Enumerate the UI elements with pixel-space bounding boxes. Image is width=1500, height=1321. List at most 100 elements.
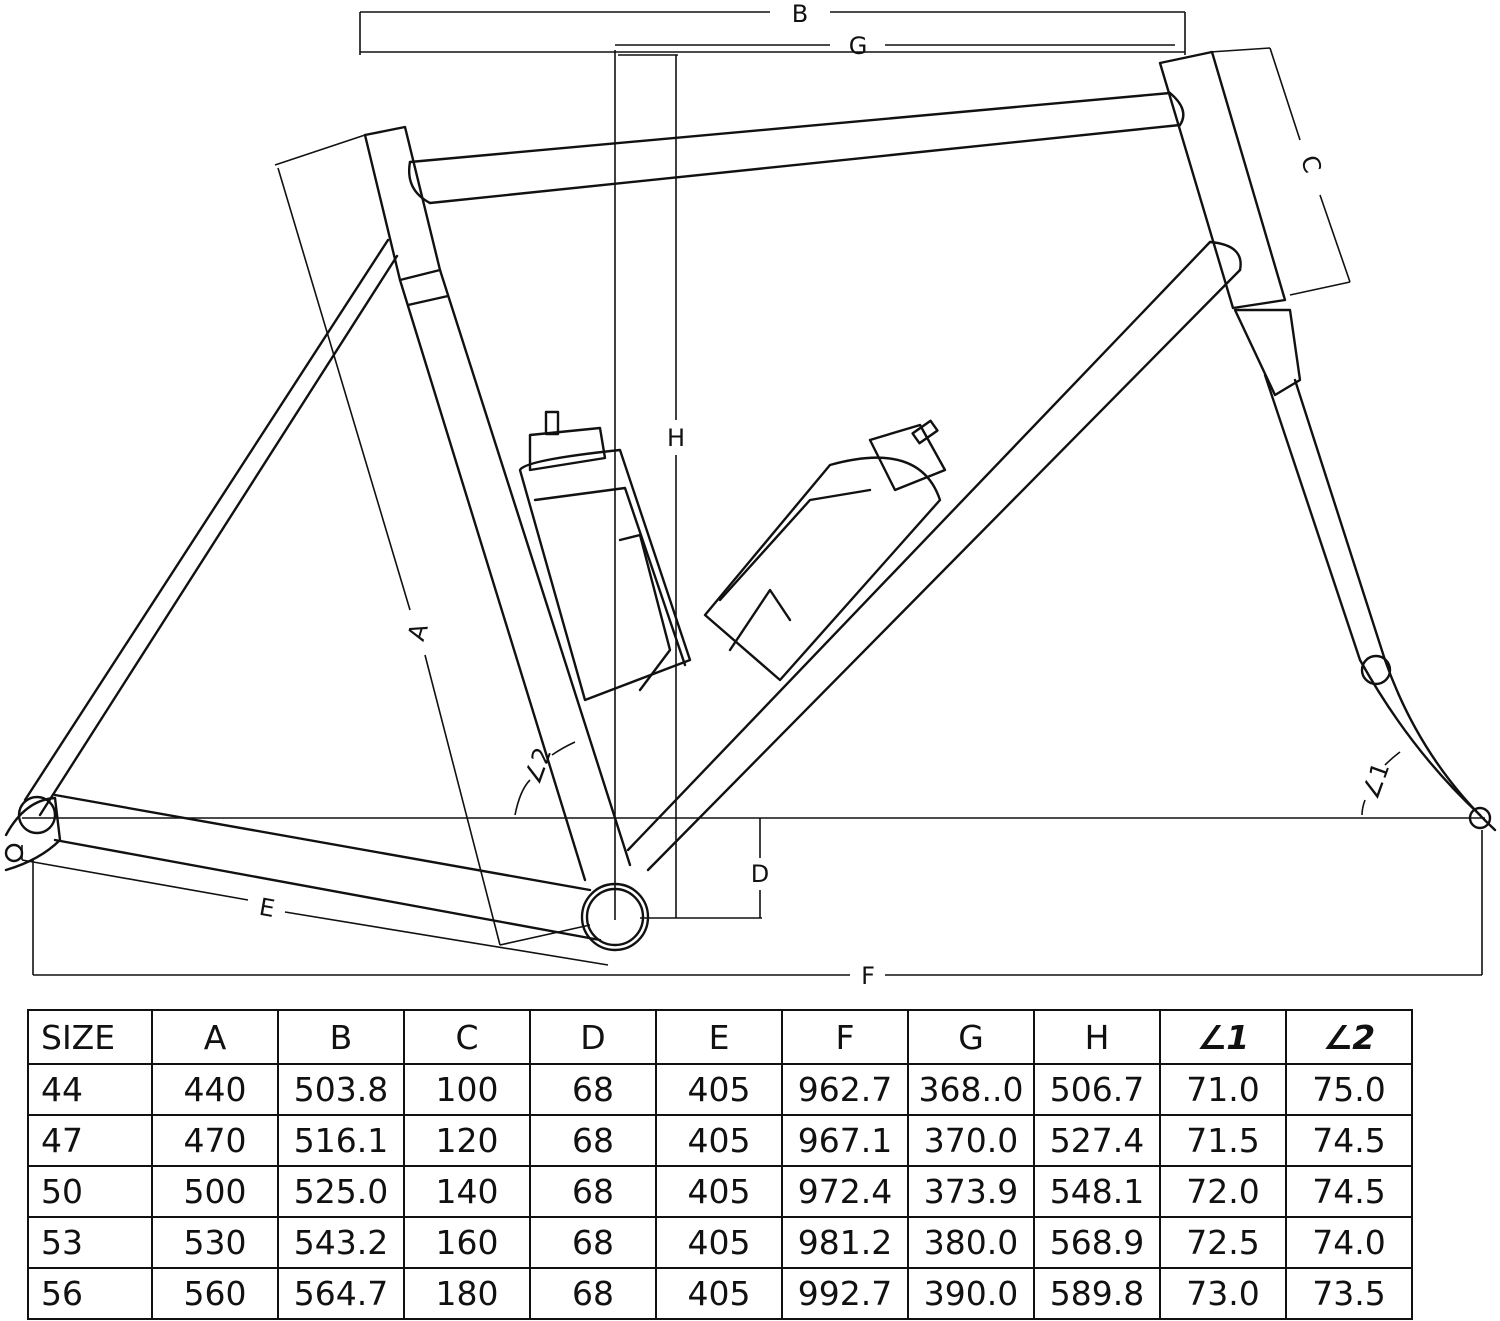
- table-row: 47 470 516.1 120 68 405 967.1 370.0 527.…: [27, 1114, 1413, 1167]
- dimension-label-e: E: [257, 893, 277, 923]
- table-cell: 503.8: [277, 1063, 405, 1116]
- table-cell: 44: [27, 1063, 153, 1116]
- dimension-label-b: B: [792, 0, 808, 28]
- top-tube: [408, 91, 1185, 205]
- dimension-c: C: [1209, 47, 1351, 296]
- table-cell: 71.5: [1159, 1114, 1287, 1167]
- table-cell: 370.0: [907, 1114, 1035, 1167]
- bottle-cage-seat-tube: [518, 410, 692, 702]
- table-cell: 50: [27, 1165, 153, 1218]
- table-cell: 74.5: [1285, 1114, 1413, 1167]
- table-cell: 68: [529, 1114, 657, 1167]
- table-cell: 180: [403, 1267, 531, 1320]
- table-cell: 548.1: [1033, 1165, 1161, 1218]
- table-cell: 368..0: [907, 1063, 1035, 1116]
- table-cell: 440: [151, 1063, 279, 1116]
- table-cell: 373.9: [907, 1165, 1035, 1218]
- table-cell: 530: [151, 1216, 279, 1269]
- table-cell: 73.5: [1285, 1267, 1413, 1320]
- table-cell: 972.4: [781, 1165, 909, 1218]
- table-cell: 527.4: [1033, 1114, 1161, 1167]
- header-cell: SIZE: [27, 1009, 153, 1065]
- table-cell: 967.1: [781, 1114, 909, 1167]
- table-cell: 68: [529, 1165, 657, 1218]
- table-cell: 405: [655, 1216, 783, 1269]
- table-cell: 564.7: [277, 1267, 405, 1320]
- dimension-label-a: A: [402, 620, 434, 644]
- dimension-d: D: [751, 818, 769, 918]
- table-cell: 47: [27, 1114, 153, 1167]
- table-cell: 68: [529, 1267, 657, 1320]
- table-cell: 74.0: [1285, 1216, 1413, 1269]
- table-cell: 75.0: [1285, 1063, 1413, 1116]
- table-cell: 470: [151, 1114, 279, 1167]
- table-cell: 120: [403, 1114, 531, 1167]
- header-cell: A: [151, 1009, 279, 1065]
- seat-stay: [23, 238, 399, 817]
- table-cell: 72.5: [1159, 1216, 1287, 1269]
- table-cell: 405: [655, 1267, 783, 1320]
- angle-label-2: ∠2: [518, 744, 557, 788]
- table-cell: 962.7: [781, 1063, 909, 1116]
- table-row: 50 500 525.0 140 68 405 972.4 373.9 548.…: [27, 1165, 1413, 1218]
- header-cell: B: [277, 1009, 405, 1065]
- header-cell: C: [403, 1009, 531, 1065]
- table-cell: 72.0: [1159, 1165, 1287, 1218]
- table-cell: 560: [151, 1267, 279, 1320]
- geometry-table: SIZE A B C D E F G H ∠1 ∠2 44 440 503.8 …: [27, 1009, 1413, 1320]
- rear-dropout: [4, 795, 62, 872]
- down-tube: [626, 240, 1242, 872]
- dimension-f: F: [32, 830, 1483, 990]
- table-cell: 506.7: [1033, 1063, 1161, 1116]
- bike-frame-geometry-diagram: B G H C A D E: [4, 0, 1497, 990]
- header-cell: ∠1: [1159, 1009, 1287, 1065]
- table-cell: 405: [655, 1114, 783, 1167]
- table-cell: 74.5: [1285, 1165, 1413, 1218]
- header-cell: ∠2: [1285, 1009, 1413, 1065]
- table-cell: 405: [655, 1063, 783, 1116]
- table-row: 53 530 543.2 160 68 405 981.2 380.0 568.…: [27, 1216, 1413, 1269]
- table-cell: 405: [655, 1165, 783, 1218]
- bottle-cage-down-tube: [703, 419, 947, 682]
- header-cell: E: [655, 1009, 783, 1065]
- table-cell: 100: [403, 1063, 531, 1116]
- dimension-h: H: [614, 50, 762, 920]
- table-cell: 71.0: [1159, 1063, 1287, 1116]
- table-cell: 589.8: [1033, 1267, 1161, 1320]
- table-cell: 992.7: [781, 1267, 909, 1320]
- dimension-a: A: [274, 134, 591, 946]
- table-cell: 140: [403, 1165, 531, 1218]
- table-cell: 516.1: [277, 1114, 405, 1167]
- angle-head-tube: ∠1: [1356, 751, 1401, 816]
- table-row: 56 560 564.7 180 68 405 992.7 390.0 589.…: [27, 1267, 1413, 1320]
- table-row: 44 440 503.8 100 68 405 962.7 368..0 506…: [27, 1063, 1413, 1116]
- dimension-label-f: F: [861, 962, 875, 990]
- header-cell: H: [1033, 1009, 1161, 1065]
- head-tube: [1158, 50, 1287, 310]
- table-cell: 73.0: [1159, 1267, 1287, 1320]
- chain-stay: [53, 793, 602, 942]
- dimension-label-g: G: [849, 32, 868, 60]
- table-cell: 380.0: [907, 1216, 1035, 1269]
- dimension-g: G: [615, 32, 1175, 60]
- dimension-label-c: C: [1295, 152, 1327, 176]
- table-cell: 390.0: [907, 1267, 1035, 1320]
- seat-tube: [363, 125, 632, 882]
- table-cell: 568.9: [1033, 1216, 1161, 1269]
- table-header-row: SIZE A B C D E F G H ∠1 ∠2: [27, 1009, 1413, 1065]
- dimension-label-h: H: [667, 424, 685, 452]
- dimension-b: B: [359, 0, 1186, 55]
- fork: [1233, 308, 1497, 832]
- header-cell: G: [907, 1009, 1035, 1065]
- header-cell: D: [529, 1009, 657, 1065]
- header-cell: F: [781, 1009, 909, 1065]
- dimension-e: E: [21, 845, 609, 966]
- table-cell: 981.2: [781, 1216, 909, 1269]
- table-cell: 500: [151, 1165, 279, 1218]
- table-cell: 68: [529, 1216, 657, 1269]
- angle-seat-tube: ∠2: [514, 741, 576, 816]
- table-cell: 160: [403, 1216, 531, 1269]
- angle-label-1: ∠1: [1356, 759, 1395, 803]
- table-cell: 53: [27, 1216, 153, 1269]
- table-cell: 525.0: [277, 1165, 405, 1218]
